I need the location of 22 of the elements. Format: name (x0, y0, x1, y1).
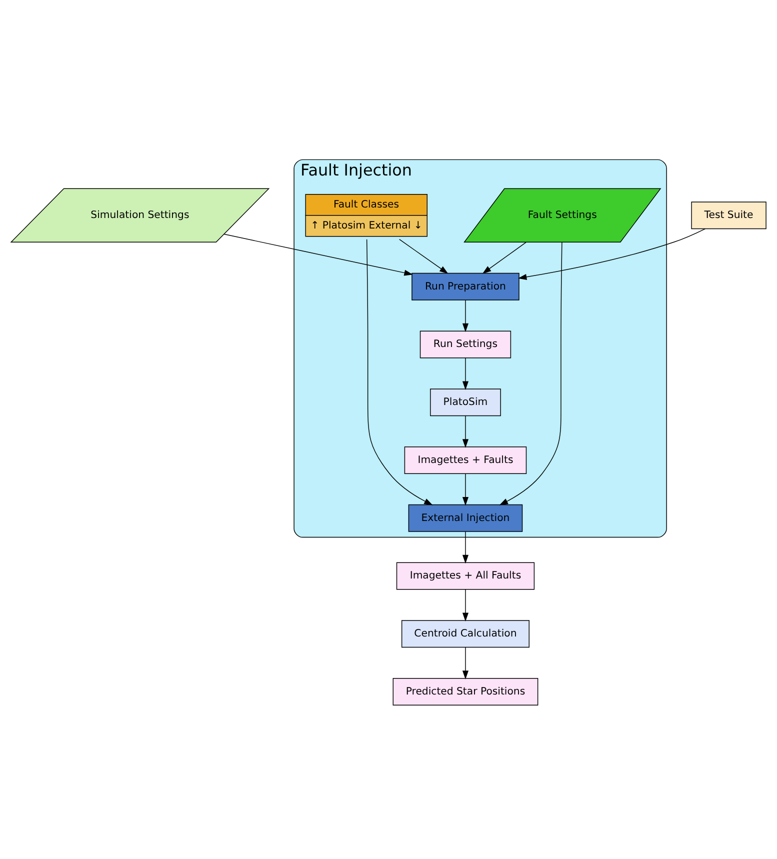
arrow (462, 589, 469, 622)
node-box: Run Settings (420, 330, 512, 358)
arrow (499, 242, 562, 506)
arrow (462, 473, 469, 506)
node-box: External Injection (408, 504, 523, 532)
arrow (518, 228, 706, 280)
node-box: Test Suite (691, 202, 766, 230)
node-box: Run Preparation (412, 272, 520, 300)
arrow (462, 358, 469, 390)
node-box: Centroid Calculation (401, 620, 530, 648)
arrow (366, 239, 433, 506)
node-box: PlatoSim (430, 388, 501, 416)
node-box: Imagettes + Faults (404, 446, 527, 474)
arrow (482, 242, 526, 274)
arrow (462, 531, 469, 564)
arrow (399, 238, 448, 274)
arrow (462, 647, 469, 680)
arrow (462, 300, 469, 332)
arrow (224, 234, 413, 276)
arrow (462, 416, 469, 448)
node-box: Imagettes + All Faults (396, 562, 535, 590)
node-box: Predicted Star Positions (392, 678, 538, 706)
